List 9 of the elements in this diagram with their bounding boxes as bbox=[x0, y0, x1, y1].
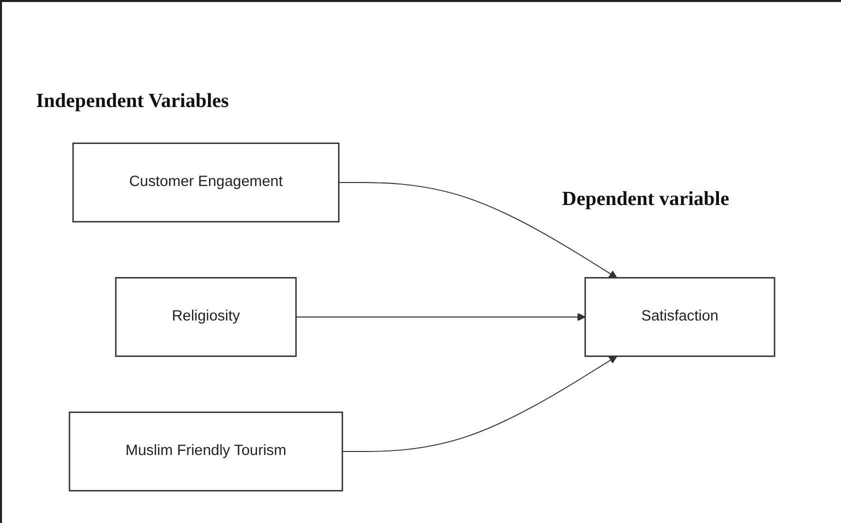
arrow bbox=[342, 356, 618, 452]
node-box: Customer Engagement bbox=[72, 142, 340, 222]
arrow bbox=[338, 182, 618, 278]
arrow bbox=[296, 312, 586, 322]
group-heading: Dependent variable bbox=[562, 188, 730, 211]
node-box: Satisfaction bbox=[584, 277, 776, 357]
group-heading: Independent Variables bbox=[36, 90, 229, 113]
node-box: Religiosity bbox=[115, 277, 297, 357]
node-box: Muslim Friendly Tourism bbox=[68, 412, 344, 492]
